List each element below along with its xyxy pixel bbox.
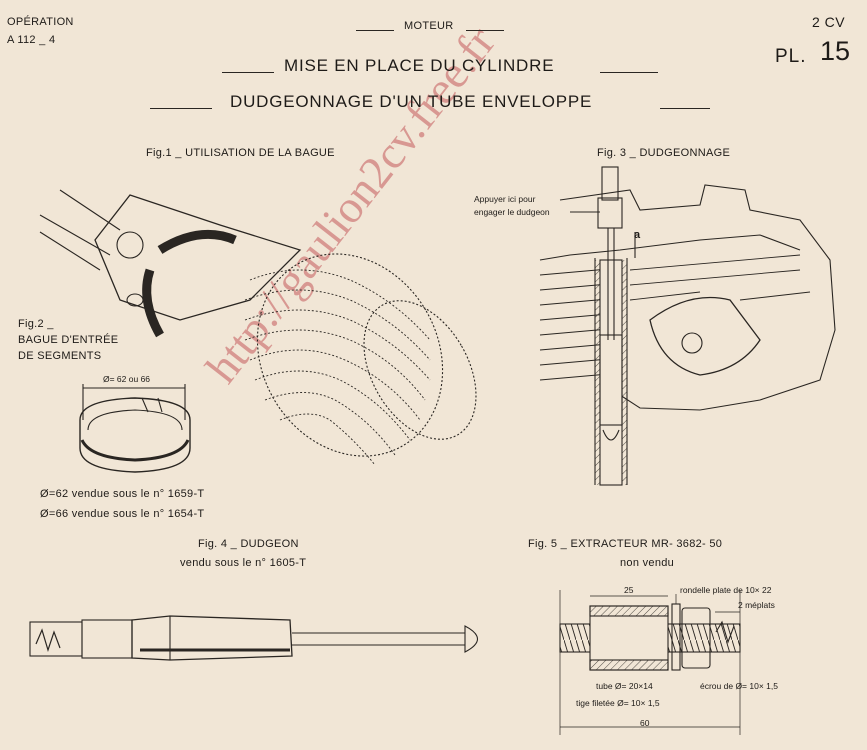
fig2-note-66: Ø=66 vendue sous le n° 1654-T: [40, 508, 205, 520]
fig5-label-meplats: 2 méplats: [738, 600, 775, 610]
section-label: MOTEUR: [404, 20, 454, 32]
fig5-extractor-drawing: [559, 590, 741, 735]
fig2-caption-1: Fig.2 _: [18, 318, 54, 330]
plate-number: 15: [820, 36, 851, 66]
page-title-2: DUDGEONNAGE D'UN TUBE ENVELOPPE: [230, 92, 593, 111]
fig3-note-2: engager le dudgeon: [474, 207, 550, 217]
fig3-caption: Fig. 3 _ DUDGEONNAGE: [597, 147, 731, 159]
fig5-label-rondelle: rondelle plate de 10× 22: [680, 585, 772, 595]
plate-prefix: PL.: [775, 46, 807, 67]
fig4-caption: Fig. 4 _ DUDGEON: [198, 538, 299, 550]
page-title-1: MISE EN PLACE DU CYLINDRE: [284, 56, 555, 75]
fig2-caption-3: DE SEGMENTS: [18, 350, 102, 362]
fig5-label-ecrou: écrou de Ø= 10× 1,5: [700, 681, 778, 691]
operation-code: A 112 _ 4: [7, 34, 56, 46]
fig3-note-1: Appuyer ici pour: [474, 194, 536, 204]
fig2-dimension: Ø= 62 ou 66: [103, 374, 151, 384]
fig2-caption-2: BAGUE D'ENTRÉE: [18, 334, 119, 346]
operation-label: OPÉRATION: [7, 16, 74, 28]
fig3-dudgeon-drawing: [539, 166, 836, 486]
fig4-sub: vendu sous le n° 1605-T: [180, 557, 307, 569]
fig1-cylinder-drawing: [39, 189, 477, 466]
model-label: 2 CV: [812, 14, 846, 30]
fig5-sub: non vendu: [620, 557, 675, 569]
fig5-dim-25: 25: [624, 585, 634, 595]
fig3-dim-a: a: [634, 229, 641, 241]
fig5-caption: Fig. 5 _ EXTRACTEUR MR- 3682- 50: [528, 538, 723, 550]
fig4-dudgeon-drawing: [29, 615, 479, 661]
fig1-caption: Fig.1 _ UTILISATION DE LA BAGUE: [146, 147, 335, 159]
fig2-ring-drawing: [79, 384, 191, 473]
fig5-dim-60: 60: [640, 718, 650, 728]
fig5-label-tube: tube Ø= 20×14: [596, 681, 653, 691]
fig2-note-62: Ø=62 vendue sous le n° 1659-T: [40, 488, 205, 500]
fig5-label-tige: tige filetée Ø= 10× 1,5: [576, 698, 660, 708]
